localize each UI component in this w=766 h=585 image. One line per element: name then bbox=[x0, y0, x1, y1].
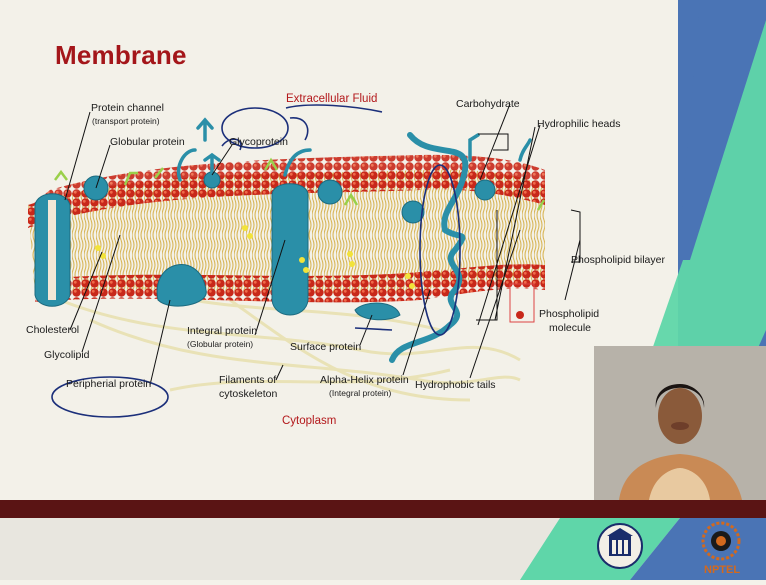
presenter-figure bbox=[594, 346, 766, 500]
label-phospholipid-molecule-1: Phospholipid bbox=[539, 308, 599, 320]
label-cholesterol: Cholesterol bbox=[26, 324, 79, 336]
region-cytoplasm: Cytoplasm bbox=[282, 415, 336, 427]
label-phospholipid-molecule-2: molecule bbox=[549, 322, 591, 334]
label-hydrophilic-heads: Hydrophilic heads bbox=[537, 118, 620, 130]
iit-kgp-logo bbox=[597, 520, 643, 572]
label-filaments-1: Filaments of bbox=[219, 374, 276, 386]
label-protein-channel-sub: (transport protein) bbox=[92, 116, 160, 126]
label-integral-protein-sub: (Globular protein) bbox=[187, 339, 253, 349]
label-alpha-helix: Alpha-Helix protein bbox=[320, 374, 409, 386]
slide-title: Membrane bbox=[55, 40, 187, 71]
label-carbohydrate: Carbohydrate bbox=[456, 98, 520, 110]
label-peripheral-protein: Peripherial protein bbox=[66, 378, 151, 390]
footer-area: NPTEL bbox=[0, 518, 766, 580]
label-surface-protein: Surface protein bbox=[290, 341, 361, 353]
nptel-text: NPTEL bbox=[704, 564, 740, 576]
presenter-video bbox=[594, 346, 766, 500]
label-glycolipid: Glycolipid bbox=[44, 349, 90, 361]
nptel-logo bbox=[696, 520, 746, 562]
label-hydrophobic-tails: Hydrophobic tails bbox=[415, 379, 496, 391]
label-filaments-2: cytoskeleton bbox=[219, 388, 277, 400]
label-phospholipid-bilayer: Phospholipid bilayer bbox=[571, 254, 665, 266]
label-alpha-helix-sub: (Integral protein) bbox=[329, 388, 391, 398]
label-protein-channel: Protein channel bbox=[91, 102, 164, 114]
footer-bar bbox=[0, 500, 766, 518]
footer-decoration bbox=[0, 518, 766, 580]
label-globular-protein: Globular protein bbox=[110, 136, 185, 148]
region-extracellular: Extracellular Fluid bbox=[286, 93, 377, 105]
label-glycoprotein: Glycoprotein bbox=[229, 136, 288, 148]
label-integral-protein: Integral protein bbox=[187, 325, 257, 337]
